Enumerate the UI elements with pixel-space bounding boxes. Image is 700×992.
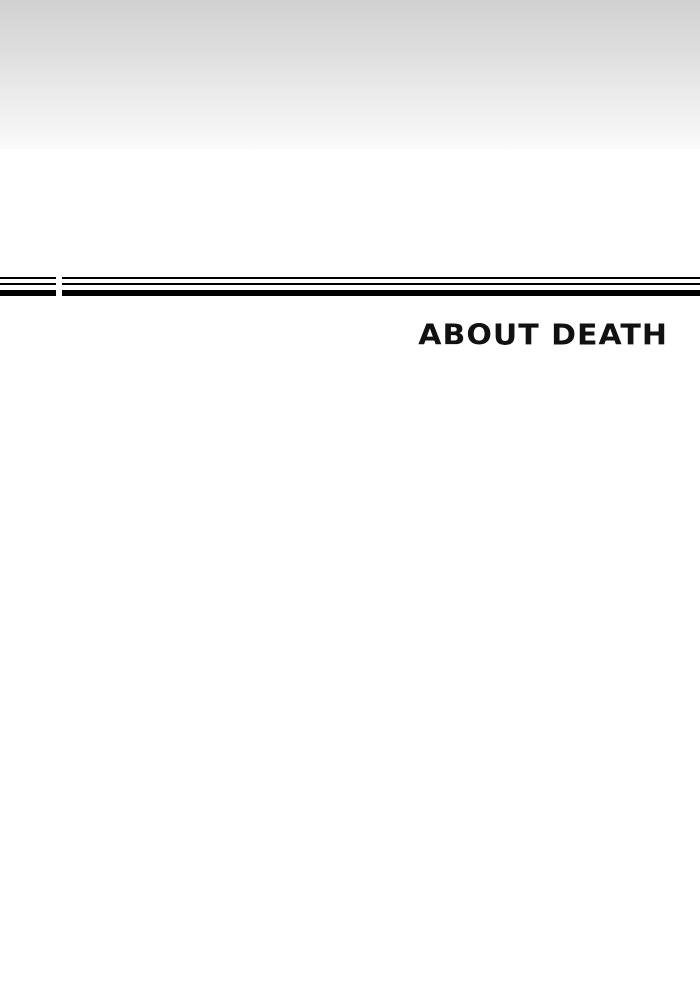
divider-thin-line bbox=[62, 283, 700, 285]
divider-thin-line bbox=[0, 283, 56, 285]
divider-right-segment bbox=[62, 276, 700, 296]
divider-left-segment bbox=[0, 276, 56, 296]
divider-thick-line bbox=[62, 290, 700, 296]
divider-thin-line bbox=[62, 277, 700, 279]
divider-thin-line bbox=[0, 277, 56, 279]
section-title: ABOUT DEATH bbox=[418, 318, 668, 353]
top-gradient-band bbox=[0, 0, 700, 149]
divider-thick-line bbox=[0, 290, 56, 296]
